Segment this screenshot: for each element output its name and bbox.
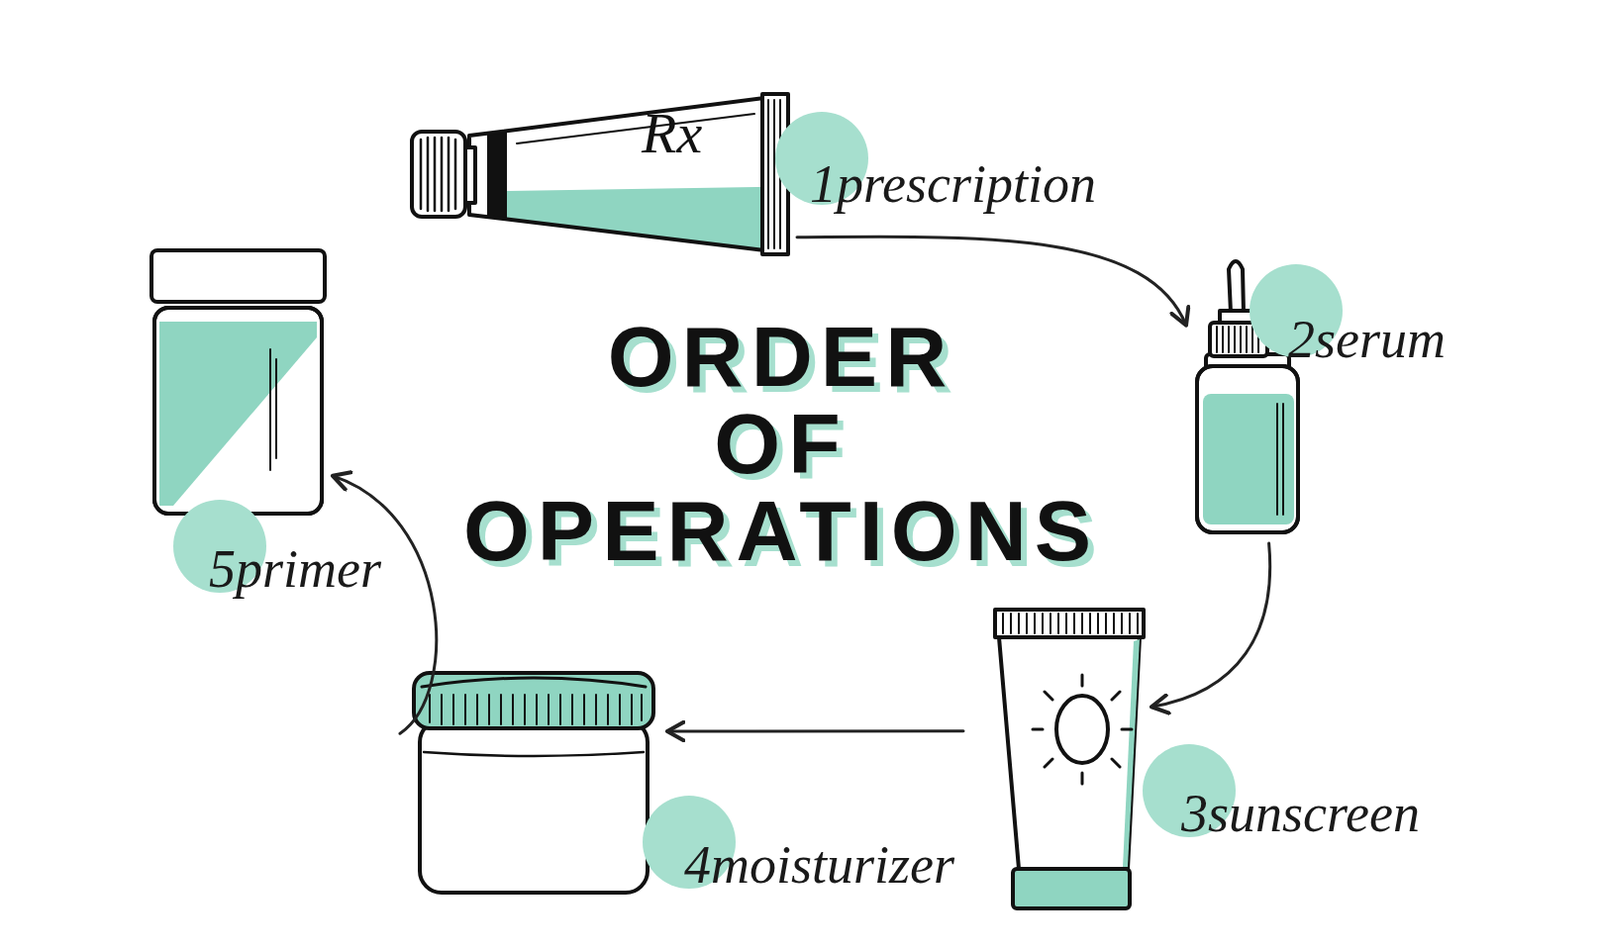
step-number: 2 bbox=[1288, 309, 1315, 370]
drawing-rect bbox=[995, 609, 1144, 638]
step-number: 5 bbox=[208, 539, 236, 600]
drawing-path bbox=[1228, 261, 1244, 313]
drawing-path bbox=[469, 98, 765, 251]
step-item: 3sunscreen bbox=[995, 609, 1144, 914]
drawing-path bbox=[1122, 639, 1140, 868]
drawing-path bbox=[423, 752, 644, 757]
sunscreen-tube bbox=[995, 609, 1144, 909]
step-label: 2serum bbox=[1288, 312, 1446, 367]
prescription-tube bbox=[411, 94, 789, 255]
drawing-rect bbox=[1197, 366, 1299, 533]
drawing-rect bbox=[1197, 366, 1299, 533]
step-number: 1 bbox=[809, 154, 837, 214]
step-label: 1prescription bbox=[809, 157, 1097, 211]
drawing-path bbox=[506, 187, 763, 250]
diagram-title: ORDER OF OPERATIONS bbox=[385, 312, 1178, 575]
step-name: moisturizer bbox=[710, 835, 955, 896]
step-label: 5primer bbox=[208, 542, 382, 597]
drawing-ellipse bbox=[1056, 696, 1108, 764]
drawing-path bbox=[1032, 675, 1132, 785]
drawing-path bbox=[516, 113, 755, 144]
drawing-path bbox=[420, 137, 456, 211]
step-name: prescription bbox=[836, 154, 1097, 214]
drawing-path bbox=[159, 321, 317, 506]
drawing-rect bbox=[419, 720, 648, 894]
drawing-rect bbox=[151, 250, 325, 302]
drawing-path bbox=[469, 98, 765, 251]
drawing-rect bbox=[1202, 394, 1295, 525]
drawing-path bbox=[1277, 403, 1284, 515]
flow-arrow bbox=[667, 729, 964, 733]
drawing-rect bbox=[411, 131, 466, 217]
drawing-path bbox=[487, 130, 507, 219]
step-item: 5primer bbox=[151, 250, 325, 516]
flow-arrow bbox=[332, 476, 437, 734]
step-number: 3 bbox=[1181, 784, 1208, 844]
step-item: 2serum bbox=[1194, 255, 1301, 536]
rx-mark: Rx bbox=[641, 104, 702, 163]
step-number: 4 bbox=[684, 835, 711, 896]
drawing-rect bbox=[1012, 869, 1130, 909]
drawing-rect bbox=[154, 307, 322, 514]
step-item: 4moisturizer bbox=[413, 673, 654, 899]
step-name: primer bbox=[235, 539, 382, 600]
step-label: 3sunscreen bbox=[1181, 787, 1420, 841]
drawing-path bbox=[1216, 326, 1259, 353]
drawing-path bbox=[1002, 613, 1138, 634]
step-name: sunscreen bbox=[1207, 784, 1420, 844]
flow-arrow bbox=[1151, 543, 1271, 707]
moisturizer-jar bbox=[413, 673, 654, 894]
drawing-path bbox=[429, 695, 642, 725]
drawing-path bbox=[999, 637, 1140, 870]
step-item: 1prescription bbox=[407, 92, 792, 256]
primer-jar bbox=[151, 250, 325, 514]
drawing-rect bbox=[154, 307, 322, 514]
drawing-rect bbox=[413, 673, 654, 729]
drawing-path bbox=[421, 678, 646, 688]
step-name: serum bbox=[1314, 309, 1446, 370]
drawing-path bbox=[270, 349, 277, 471]
step-label: 4moisturizer bbox=[684, 838, 955, 893]
